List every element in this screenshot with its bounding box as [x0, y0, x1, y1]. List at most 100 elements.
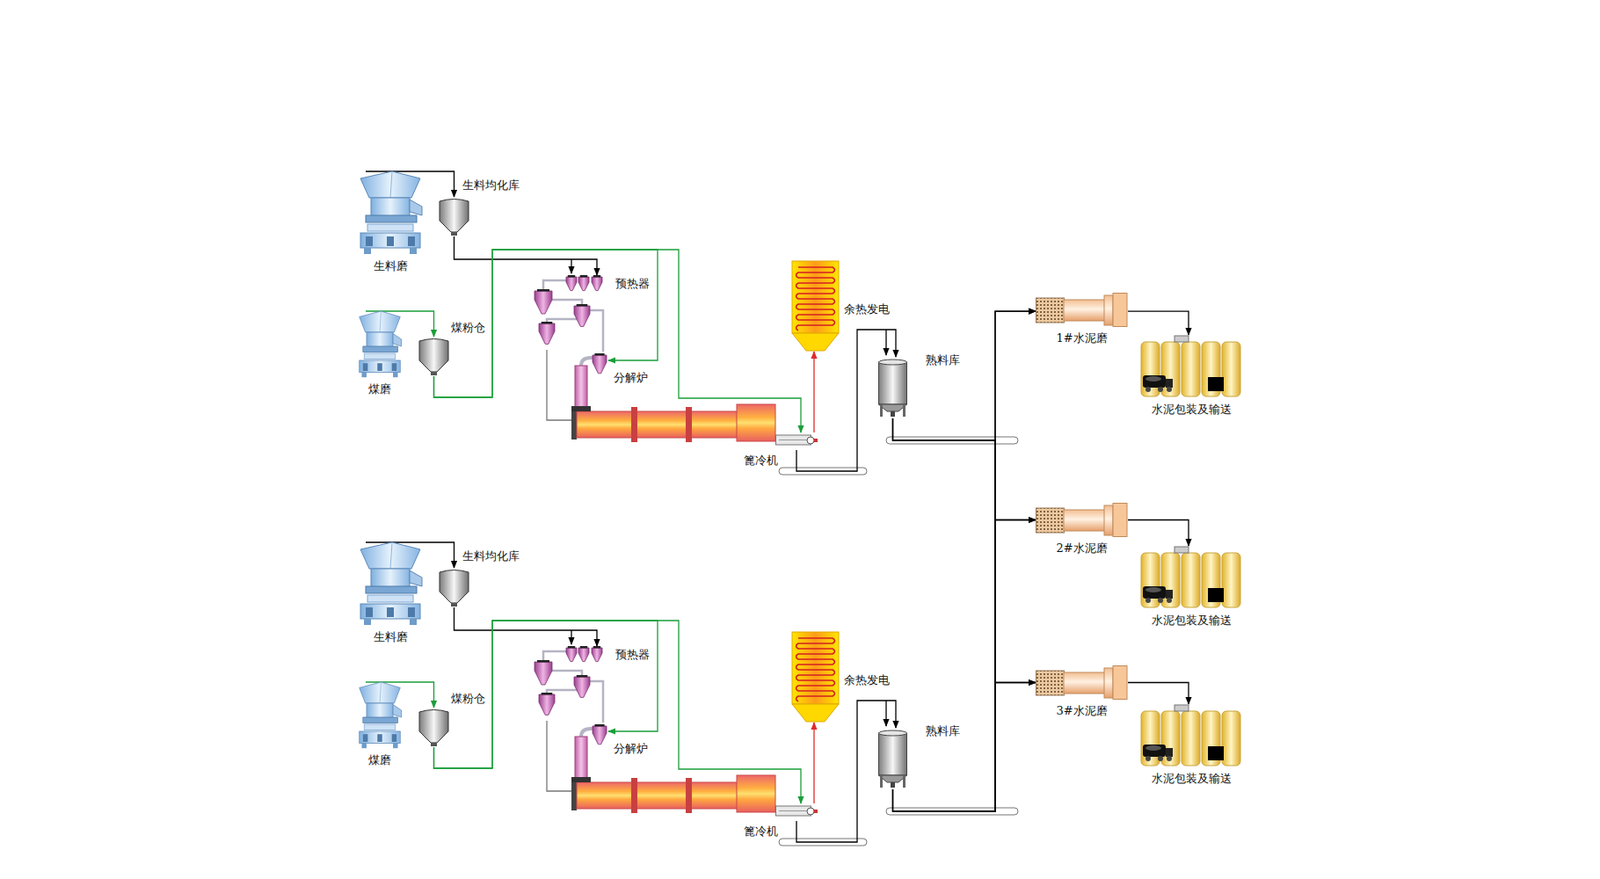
drawing-part [392, 705, 402, 718]
drawing-part [409, 570, 422, 587]
equipment-node: 2#水泥磨 [1035, 502, 1128, 538]
equipment-node: 预热器 [527, 275, 607, 352]
drawing-part [392, 734, 397, 742]
equipment-node: 分解炉 [569, 724, 609, 783]
kiln-line [546, 630, 1019, 846]
drawing-part [1104, 668, 1113, 699]
flow-connector [813, 351, 815, 433]
drawing-part [566, 647, 577, 662]
drawing-part [409, 199, 422, 216]
drawing-part [879, 733, 908, 776]
drawing-part [578, 276, 590, 291]
feed-arrow [570, 259, 572, 274]
equipment-node: 煤磨 [356, 682, 403, 750]
silo-icon [438, 196, 470, 237]
drawing-part [363, 724, 396, 730]
drawing-part [1161, 341, 1180, 397]
flow-connector [893, 520, 1037, 813]
drawing-part [1181, 552, 1200, 608]
rawmill-icon [356, 682, 403, 750]
preheater-icon [527, 646, 607, 723]
drawing-part [534, 661, 553, 685]
equipment-node: 1#水泥磨 [1035, 292, 1128, 328]
equipment-label: 熟料库 [924, 353, 961, 368]
flow-connector [434, 249, 802, 433]
drawing-part [439, 570, 469, 604]
drawing-part [1142, 375, 1166, 388]
equipment-node: 煤粉仓 [418, 707, 450, 748]
equipment-node: 预热器 [527, 646, 607, 723]
equipment-label: 生料均化库 [461, 178, 521, 193]
drawing-part [1145, 745, 1162, 751]
drawing-part [365, 586, 417, 594]
drawing-part [365, 607, 373, 618]
equipment-node: 熟料库 [877, 356, 909, 419]
flow-connector [893, 683, 1037, 813]
equipment-label: 预热器 [614, 647, 651, 662]
drawing-part [541, 321, 553, 325]
equipment-label: 水泥包装及输送 [1150, 402, 1233, 417]
drawing-part [359, 360, 401, 373]
drawing-part [890, 411, 895, 417]
drawing-part [1161, 552, 1180, 608]
drawing-part [537, 660, 550, 663]
rawmill-icon [356, 311, 403, 379]
drawing-part [776, 806, 812, 816]
flow-connector [1127, 683, 1189, 706]
silo-icon [418, 707, 450, 748]
cementmill-icon [1035, 292, 1128, 328]
drawing-part [370, 197, 410, 218]
drawing-part [363, 346, 399, 352]
drawing-part [450, 603, 458, 607]
drawing-part [377, 734, 382, 742]
kiln-inlet [571, 409, 577, 440]
rawmill-icon [356, 542, 424, 626]
drawing-part [593, 275, 601, 278]
drawing-part [359, 731, 401, 744]
flow-connector [893, 418, 1037, 521]
drawing-part [1145, 376, 1162, 382]
flow-connector [813, 722, 815, 804]
drawing-part [543, 280, 567, 290]
drawing-part [363, 618, 371, 626]
drawing-part [379, 682, 381, 704]
drawing-part [591, 647, 603, 662]
drawing-part [576, 675, 589, 678]
equipment-node: 熟料库 [877, 727, 909, 790]
drawing-part [1112, 666, 1128, 700]
equipment-label: 分解炉 [612, 741, 649, 757]
drawing-part [879, 404, 908, 412]
drawing-part [366, 703, 393, 720]
drawing-part [880, 775, 883, 788]
kiln-tire [631, 407, 638, 443]
drawing-part [1157, 386, 1164, 393]
equipment-node: 3#水泥磨 [1035, 665, 1128, 700]
equipment-label: 煤粉仓 [450, 691, 487, 706]
drawing-part [1181, 711, 1200, 766]
drawing-part [576, 304, 589, 307]
drawing-part [390, 542, 393, 569]
kiln-line [546, 259, 1019, 475]
drawing-part [419, 710, 449, 744]
drawing-part [1142, 744, 1166, 757]
drawing-part [363, 363, 368, 371]
flow-connector [454, 607, 598, 647]
equipment-label: 分解炉 [612, 370, 649, 386]
equipment-label: 生料磨 [372, 630, 409, 645]
drawing-part [580, 275, 588, 278]
equipment-label: 3#水泥磨 [1054, 704, 1108, 719]
rawmill-icon [356, 171, 424, 255]
drawing-part [409, 618, 417, 626]
drawing-part [792, 261, 839, 334]
drawing-part [1221, 711, 1241, 766]
clinker-icon [877, 356, 909, 419]
drawing-part [1181, 341, 1200, 397]
drawing-part [450, 232, 458, 236]
equipment-label: 煤粉仓 [450, 320, 487, 335]
drawing-part [359, 682, 401, 704]
drawing-part [1036, 670, 1065, 696]
drawing-part [902, 775, 906, 788]
equipment-node: 生料磨 [356, 542, 424, 626]
flow-connector [893, 311, 1037, 812]
